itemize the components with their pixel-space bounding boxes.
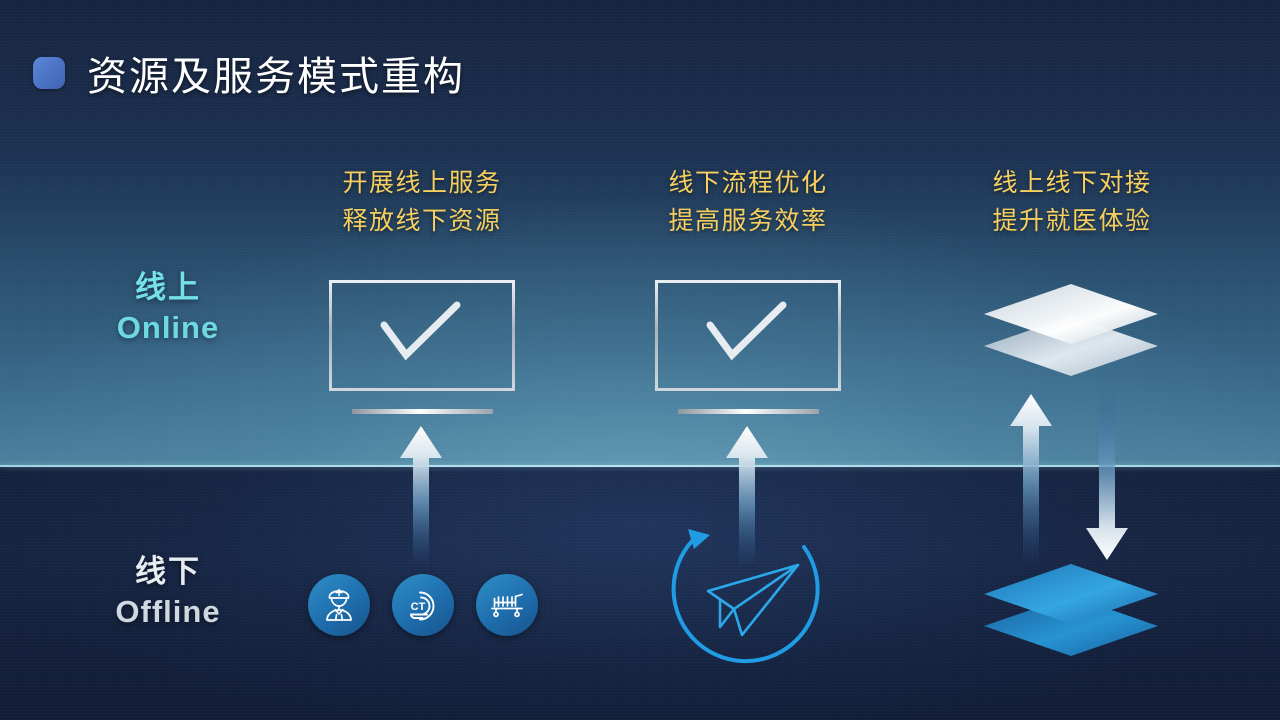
monitor-frame: [329, 280, 515, 391]
up-arrow-icon: [724, 424, 770, 569]
column-caption-1: 开展线上服务 释放线下资源: [272, 164, 572, 240]
hospital-bed-icon[interactable]: [476, 574, 538, 636]
online-zone-background: [0, 0, 1280, 466]
column-caption-1-line2: 释放线下资源: [342, 207, 502, 235]
paper-plane-cycle-icon: [650, 505, 846, 694]
zone-label-offline-en: Offline: [115, 593, 221, 629]
stacked-layers-light-icon: [980, 278, 1162, 387]
monitor-checkmark-icon: [655, 280, 841, 414]
column-caption-2: 线下流程优化 提高服务效率: [598, 164, 898, 240]
up-arrow-icon: [398, 424, 444, 569]
checkmark-icon: [706, 301, 787, 361]
up-arrow-icon: [1008, 392, 1054, 567]
zone-label-online-cn: 线上: [135, 270, 201, 305]
monitor-stand: [677, 409, 819, 414]
doctor-icon[interactable]: [308, 574, 370, 636]
checkmark-icon: [380, 301, 461, 361]
column-caption-2-line2: 提高服务效率: [668, 207, 828, 235]
ct-scanner-label: CT: [411, 601, 426, 613]
monitor-stand: [351, 409, 493, 414]
zone-label-offline-cn: 线下: [135, 554, 201, 589]
zone-label-online-en: Online: [116, 309, 220, 345]
online-offline-divider: [0, 465, 1280, 467]
page-title-text: 资源及服务模式重构: [87, 55, 465, 99]
column-caption-2-line1: 线下流程优化: [668, 169, 828, 197]
monitor-frame: [655, 280, 841, 391]
monitor-checkmark-icon: [329, 280, 515, 414]
down-arrow-icon: [1084, 392, 1130, 567]
column-caption-3-line2: 提升就医体验: [992, 207, 1152, 235]
stacked-layers-blue-icon: [980, 558, 1162, 667]
column-caption-3: 线上线下对接 提升就医体验: [922, 164, 1222, 240]
ct-scanner-icon[interactable]: CT: [392, 574, 454, 636]
zone-label-online: 线上 Online: [38, 268, 298, 347]
zone-label-offline: 线下 Offline: [38, 552, 298, 631]
column-caption-1-line1: 开展线上服务: [342, 169, 502, 197]
page-title: 资源及服务模式重构: [33, 44, 465, 102]
rounded-square-bullet-icon: [33, 57, 65, 89]
column-caption-3-line1: 线上线下对接: [992, 169, 1152, 197]
